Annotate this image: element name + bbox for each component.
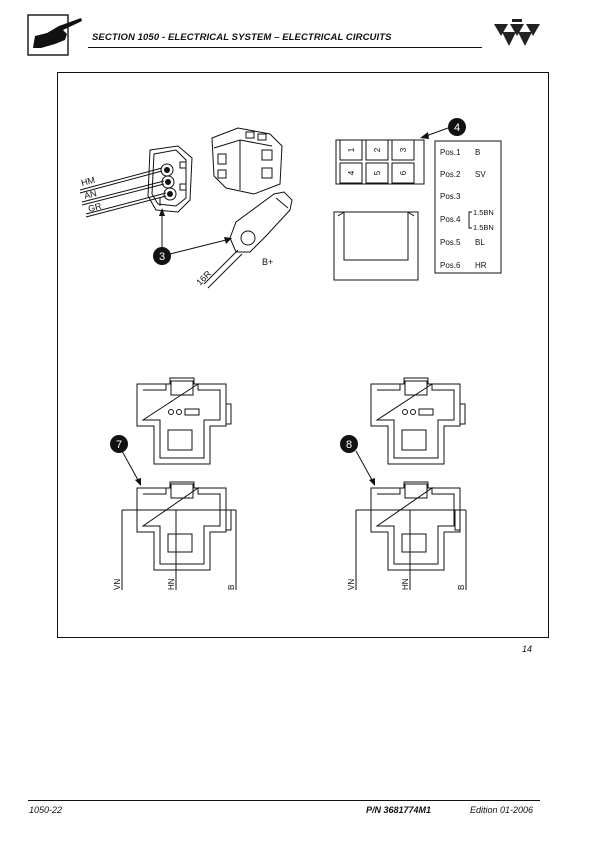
callout-7-badge bbox=[110, 435, 128, 453]
pin-5: 5 bbox=[373, 170, 382, 175]
callout-3-badge bbox=[153, 247, 171, 265]
pos-3-label: Pos.3 bbox=[440, 192, 461, 201]
callout-7-label: 7 bbox=[116, 439, 122, 451]
part-number: P/N 3681774M1 bbox=[366, 805, 432, 815]
c8-wire-vn: VN bbox=[347, 579, 356, 590]
c7-wire-hn: HN bbox=[167, 578, 176, 590]
triple-triangle-logo bbox=[492, 18, 542, 50]
callout-8-badge bbox=[340, 435, 358, 453]
pos-2-wire: SV bbox=[475, 170, 486, 179]
wire-label-an: AN bbox=[83, 188, 98, 201]
connector-side-view bbox=[333, 211, 419, 281]
pos-5-wire: BL bbox=[475, 238, 485, 247]
pos-5-label: Pos.5 bbox=[440, 238, 461, 247]
connector-8-wires bbox=[355, 509, 467, 590]
pin-1: 1 bbox=[347, 147, 356, 152]
connector-housing bbox=[211, 127, 283, 195]
terminal-label-bplus: B+ bbox=[262, 257, 273, 267]
figure-frame bbox=[57, 72, 549, 638]
connector-7-wires bbox=[121, 509, 237, 590]
connector-diagram: HM AN GR B+ 16R 3 1 2 3 4 bbox=[57, 72, 549, 643]
connector-7-upper bbox=[136, 377, 232, 465]
pos-4-wire-a: 1.5BN bbox=[473, 208, 494, 217]
pos-6-wire: HR bbox=[475, 261, 487, 270]
footer-rule bbox=[28, 800, 540, 801]
round-connector bbox=[147, 145, 193, 213]
callout-4-label: 4 bbox=[454, 122, 460, 134]
connector-7-lower bbox=[136, 481, 232, 571]
pos-4-label: Pos.4 bbox=[440, 215, 461, 224]
harness-wires-3 bbox=[79, 167, 167, 218]
connector-8-lower bbox=[370, 481, 461, 571]
six-pin-connector bbox=[335, 139, 425, 185]
edition: Edition 01-2006 bbox=[470, 805, 534, 815]
c7-wire-vn: VN bbox=[113, 579, 122, 590]
pos-6-label: Pos.6 bbox=[440, 261, 461, 270]
pin-6: 6 bbox=[399, 170, 408, 175]
wire-label-gr: GR bbox=[87, 201, 103, 214]
pin-2: 2 bbox=[373, 147, 382, 152]
pos-4-wire-b: 1.5BN bbox=[473, 223, 494, 232]
pin-4: 4 bbox=[347, 170, 356, 175]
page-number: 1050-22 bbox=[29, 805, 63, 815]
ring-wire-label: 16R bbox=[194, 268, 213, 287]
pos-2-label: Pos.2 bbox=[440, 170, 461, 179]
figure-number: 14 bbox=[522, 644, 533, 654]
section-title: SECTION 1050 - ELECTRICAL SYSTEM – ELECT… bbox=[92, 32, 392, 43]
ring-terminal bbox=[203, 191, 293, 289]
wire-label-hm: HM bbox=[80, 175, 96, 188]
pin-3: 3 bbox=[399, 147, 408, 152]
connector-8-upper bbox=[370, 377, 466, 465]
callout-8-label: 8 bbox=[346, 439, 352, 451]
pos-4-bracket bbox=[468, 211, 472, 229]
callout-3-label: 3 bbox=[159, 251, 165, 263]
pos-1-label: Pos.1 bbox=[440, 148, 461, 157]
pointing-hand-icon bbox=[27, 14, 83, 58]
pos-table bbox=[434, 140, 502, 274]
c7-wire-b: B bbox=[227, 585, 236, 590]
c8-wire-hn: HN bbox=[401, 578, 410, 590]
header-rule bbox=[88, 47, 482, 48]
callout-4-badge bbox=[448, 118, 466, 136]
c8-wire-b: B bbox=[457, 585, 466, 590]
pos-1-wire: B bbox=[475, 148, 480, 157]
